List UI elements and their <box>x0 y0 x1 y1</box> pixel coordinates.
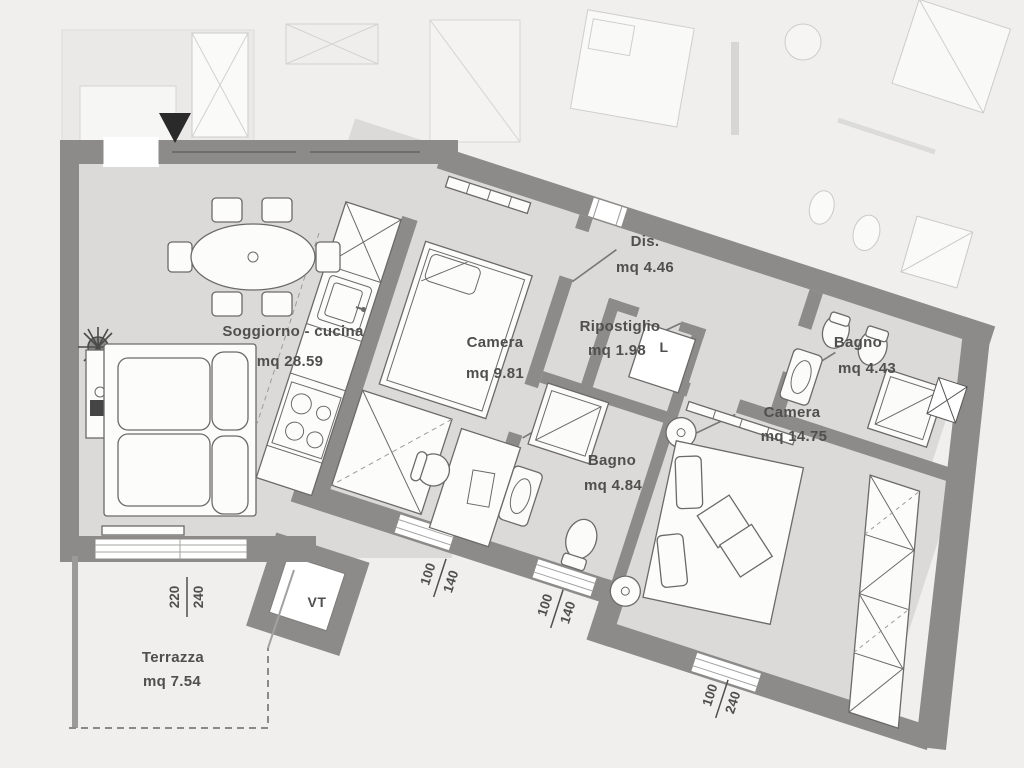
nightstand-2 <box>609 575 641 607</box>
label-washer: L <box>659 339 668 355</box>
toilet2 <box>857 325 890 366</box>
svg-text:220: 220 <box>167 586 182 609</box>
rotated-wing <box>246 147 996 751</box>
corridor-radiator <box>444 175 532 215</box>
dim-bagno1-window: 100 140 <box>534 589 578 629</box>
label-camera2-area: mq 14.75 <box>761 428 828 445</box>
camera2-top-wall <box>673 378 963 485</box>
label-bagno1-area: mq 4.84 <box>584 477 642 494</box>
entrance-door-gap <box>103 137 159 167</box>
living-walls <box>60 113 458 562</box>
bagno1-top-wall <box>539 371 679 427</box>
label-camera1-name: Camera <box>467 334 524 351</box>
svg-text:140: 140 <box>440 568 461 594</box>
dining-table <box>167 197 341 317</box>
label-ripostiglio-name: Ripostiglio <box>580 318 661 335</box>
kitchen-stove <box>271 381 342 460</box>
right-wall <box>915 316 992 751</box>
label-dis-area: mq 4.46 <box>616 259 674 276</box>
bidet <box>821 311 851 349</box>
label-dis-name: Dis. <box>631 233 660 250</box>
bagno1-right-wall <box>610 411 679 590</box>
left-wall <box>60 140 79 558</box>
adjacent-units <box>61 0 1012 289</box>
living-furniture <box>78 197 341 517</box>
double-bed <box>642 440 805 626</box>
washbasin1 <box>498 465 543 527</box>
desk <box>410 427 522 548</box>
svg-text:240: 240 <box>722 689 743 715</box>
svg-text:100: 100 <box>534 592 555 618</box>
svg-text:140: 140 <box>557 599 578 625</box>
dim-camera2-window: 100 240 <box>699 679 743 719</box>
camera1-furniture <box>330 240 533 548</box>
kitchen-partition-wall <box>313 215 418 495</box>
entrance-marker-icon <box>159 113 191 143</box>
wall-pillar <box>926 376 968 424</box>
sofa <box>103 343 257 517</box>
bagno2-fixtures <box>779 311 947 449</box>
bagno1-window <box>531 558 598 598</box>
kitchen-sink <box>317 275 373 332</box>
room-labels: Soggiorno - cucina mq 28.59 Camera mq 9.… <box>142 233 896 690</box>
camera2-window <box>690 651 763 693</box>
label-terrazza-name: Terrazza <box>142 649 205 666</box>
shower2 <box>866 368 947 449</box>
camera1-window <box>393 513 456 552</box>
single-bed <box>378 240 533 420</box>
top-wall-window <box>586 196 629 228</box>
label-ripostiglio-area: mq 1.98 <box>588 342 646 359</box>
terrace-railing <box>69 648 269 729</box>
vt-shaft <box>246 532 370 656</box>
label-bagno2-area: mq 4.43 <box>838 360 896 377</box>
camera2-wardrobe <box>848 474 921 730</box>
terrace-door <box>94 538 248 560</box>
kitchen-counter <box>255 200 402 497</box>
bagno1-fixtures <box>498 382 610 572</box>
washing-machine <box>627 322 697 394</box>
dim-camera1-window: 100 140 <box>417 558 461 598</box>
top-wall <box>436 147 996 348</box>
terrace <box>69 556 295 729</box>
dim-terrace-door: 220 240 <box>167 577 206 617</box>
label-soggiorno-name: Soggiorno - cucina <box>222 323 364 340</box>
label-vt: VT <box>308 594 327 610</box>
svg-text:240: 240 <box>191 586 206 609</box>
label-bagno1-name: Bagno <box>588 452 636 469</box>
shower1 <box>527 382 610 465</box>
svg-text:100: 100 <box>699 682 720 708</box>
camera2-bottom-wall <box>588 617 931 751</box>
label-bagno2-name: Bagno <box>834 334 882 351</box>
label-soggiorno-area: mq 28.59 <box>257 353 324 370</box>
svg-text:100: 100 <box>417 561 438 587</box>
toilet1 <box>560 518 598 572</box>
living-radiator <box>101 525 185 536</box>
washbasin2 <box>779 348 823 406</box>
camera2-furniture <box>609 376 968 730</box>
label-camera1-area: mq 9.81 <box>466 365 524 382</box>
label-terrazza-area: mq 7.54 <box>143 673 201 690</box>
label-camera2-name: Camera <box>764 404 821 421</box>
dimension-labels: 220 240 100 140 100 140 100 240 <box>167 558 743 719</box>
